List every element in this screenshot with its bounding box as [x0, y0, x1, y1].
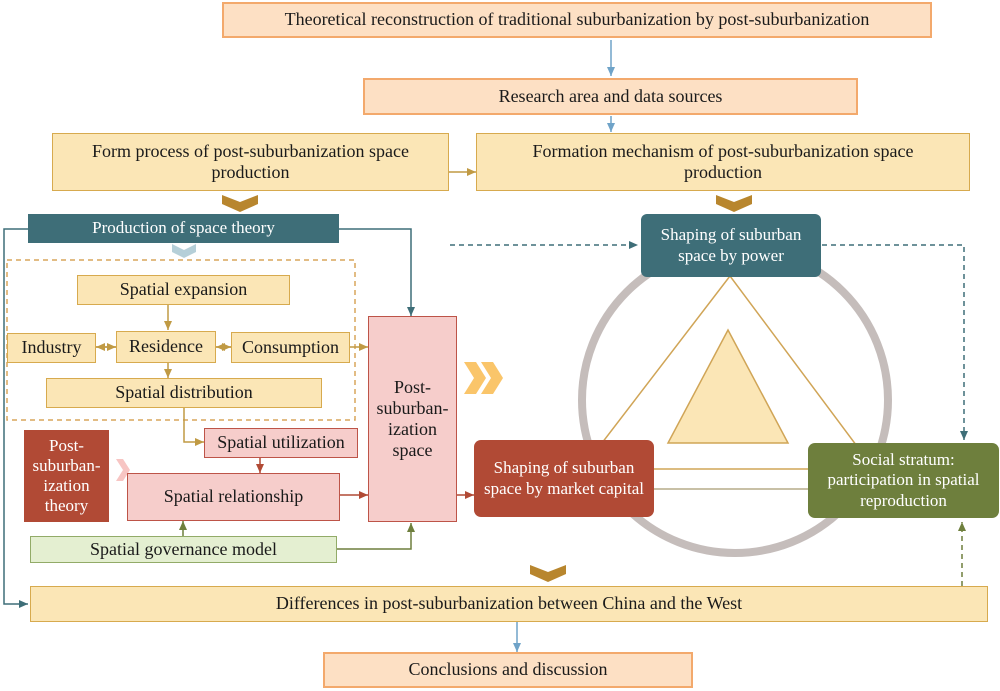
differences-box: Differences in post-suburbanization betw…	[30, 586, 988, 622]
spatial-distribution-box: Spatial distribution	[46, 378, 322, 408]
form-process-box: Form process of post-suburbanization spa…	[52, 133, 449, 191]
power-box: Shaping of suburban space by power	[641, 214, 821, 277]
industry-box: Industry	[7, 333, 96, 363]
residence-box: Residence	[116, 331, 216, 363]
post-suburbanization-theory-box: Post-suburban-ization theory	[24, 430, 109, 522]
conclusions-box: Conclusions and discussion	[323, 652, 693, 688]
arrow-theory-differences	[3, 228, 28, 608]
title-box: Theoretical reconstruction of traditiona…	[222, 2, 932, 38]
chevron-icon-differences	[530, 565, 566, 582]
arrow-power-stratum	[822, 244, 968, 440]
production-theory-box: Production of space theory	[28, 214, 339, 243]
social-stratum-box: Social stratum: participation in spatial…	[808, 443, 999, 518]
spatial-utilization-box: Spatial utilization	[204, 428, 358, 458]
spatial-relationship-box: Spatial relationship	[127, 473, 340, 521]
market-capital-box: Shaping of suburban space by market capi…	[474, 440, 654, 517]
inner-triangle	[666, 328, 790, 444]
spatial-governance-box: Spatial governance model	[30, 536, 337, 563]
chevron-icon-theory	[172, 244, 196, 258]
post-suburbanization-space-box: Post-suburban-ization space	[368, 316, 457, 522]
chevron-icon-theory-right	[116, 459, 130, 481]
chevron-icon-mechanism	[716, 195, 752, 212]
research-area-box: Research area and data sources	[363, 78, 858, 115]
formation-mechanism-box: Formation mechanism of post-suburbanizat…	[476, 133, 970, 191]
consumption-box: Consumption	[231, 332, 350, 363]
outer-triangle	[580, 274, 876, 470]
arrow-governance-space	[337, 523, 415, 550]
arrow-distribution-utilization	[183, 408, 204, 446]
spatial-expansion-box: Spatial expansion	[77, 275, 290, 305]
double-chevron-icon	[464, 362, 486, 394]
chevron-icon-form	[222, 195, 258, 212]
arrow-theory-space	[339, 228, 415, 316]
